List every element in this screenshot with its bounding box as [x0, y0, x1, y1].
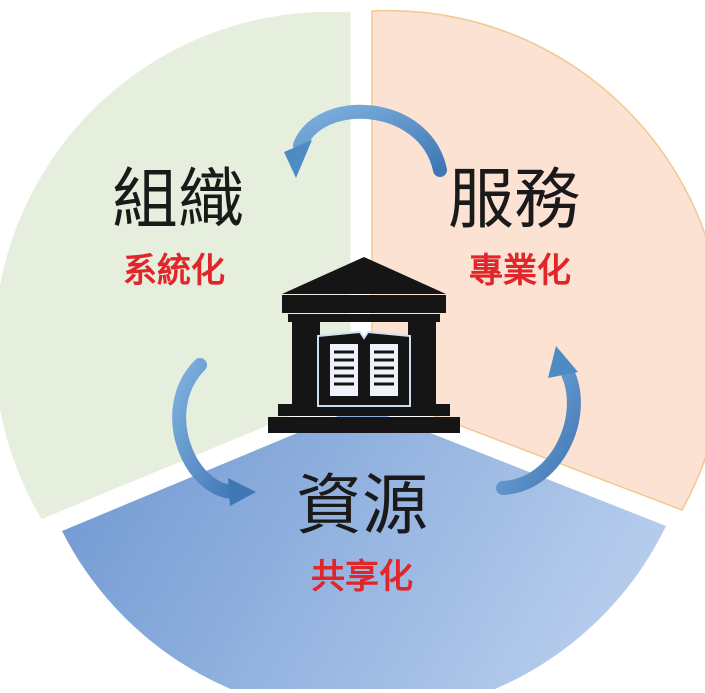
organization-subtitle: 系統化	[123, 251, 225, 291]
service-segment	[371, 9, 705, 511]
library-building-book-icon	[268, 257, 460, 433]
resources-title: 資源	[296, 467, 428, 544]
resources-subtitle: 共享化	[311, 557, 413, 597]
service-subtitle: 專業化	[469, 251, 571, 291]
service-title: 服務	[448, 161, 580, 238]
curved-cycle-arrow-icon	[172, 358, 256, 506]
organization-segment	[0, 8, 354, 523]
curved-cycle-arrow-icon	[284, 104, 447, 178]
organization-title: 組織	[112, 161, 244, 238]
curved-cycle-arrow-icon	[496, 346, 581, 495]
